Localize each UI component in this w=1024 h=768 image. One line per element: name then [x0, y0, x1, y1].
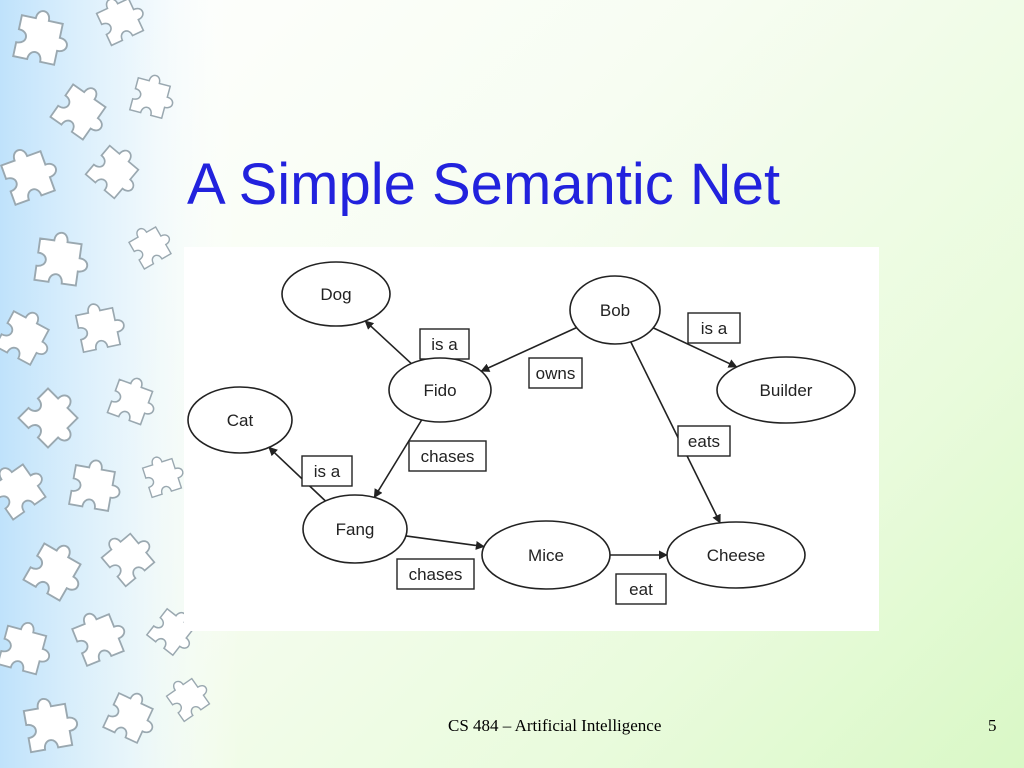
edge-bob-builder	[652, 327, 738, 368]
edge-bob-cheese	[630, 341, 721, 524]
edge-label-text: is a	[314, 462, 341, 481]
node-dog-label: Dog	[320, 285, 351, 304]
node-builder: Builder	[716, 356, 856, 424]
node-fang-label: Fang	[336, 520, 375, 539]
edge-bob-fido	[480, 326, 577, 372]
edge-label-fido-dog: is a	[419, 328, 470, 360]
node-cat: Cat	[187, 386, 293, 454]
edge-label-fido-fang: chases	[408, 440, 487, 472]
edge-fido-fang	[373, 419, 423, 499]
edge-label-box	[396, 558, 475, 590]
node-builder-label: Builder	[760, 381, 813, 400]
slide-number: 5	[988, 716, 997, 735]
node-fido-label: Fido	[423, 381, 456, 400]
node-bob: Bob	[569, 275, 661, 345]
edge-label-text: is a	[431, 335, 458, 354]
node-mice: Mice	[481, 520, 611, 590]
node-fido: Fido	[388, 357, 492, 423]
edge-label-mice-cheese: eat	[615, 573, 667, 605]
node-mice-ellipse	[481, 520, 611, 590]
edge-label-box	[528, 357, 583, 389]
slide-title: A Simple Semantic Net	[187, 152, 781, 217]
edge-label-fang-mice: chases	[396, 558, 475, 590]
edge-fido-dog	[364, 320, 412, 365]
node-dog: Dog	[281, 261, 391, 327]
node-cat-ellipse	[187, 386, 293, 454]
edge-label-bob-builder: is a	[687, 312, 741, 344]
node-mice-label: Mice	[528, 546, 564, 565]
node-fang: Fang	[302, 494, 408, 564]
node-cheese-ellipse	[666, 521, 806, 589]
edge-label-box	[615, 573, 667, 605]
edge-label-fang-cat: is a	[301, 455, 353, 487]
edge-label-text: owns	[536, 364, 576, 383]
edge-label-bob-cheese: eats	[677, 425, 731, 457]
node-dog-ellipse	[281, 261, 391, 327]
node-fido-ellipse	[388, 357, 492, 423]
edge-label-box	[687, 312, 741, 344]
edge-label-box	[419, 328, 470, 360]
node-cheese: Cheese	[666, 521, 806, 589]
edge-fang-mice	[405, 535, 485, 550]
edge-label-box	[677, 425, 731, 457]
edge-label-text: is a	[701, 319, 728, 338]
edge-label-text: eat	[629, 580, 653, 599]
node-bob-ellipse	[569, 275, 661, 345]
node-cat-label: Cat	[227, 411, 254, 430]
edge-label-box	[408, 440, 487, 472]
node-builder-ellipse	[716, 356, 856, 424]
semantic-net-canvas: is a owns is a eats chases is a chases eat DogB…	[187, 261, 856, 605]
footer-course-title: CS 484 – Artificial Intelligence	[448, 716, 662, 735]
node-cheese-label: Cheese	[707, 546, 766, 565]
edge-label-bob-fido: owns	[528, 357, 583, 389]
edge-fang-cat	[268, 446, 327, 502]
edge-label-text: chases	[421, 447, 475, 466]
node-bob-label: Bob	[600, 301, 630, 320]
edge-label-text: eats	[688, 432, 720, 451]
edge-label-box	[301, 455, 353, 487]
edge-label-text: chases	[409, 565, 463, 584]
node-fang-ellipse	[302, 494, 408, 564]
